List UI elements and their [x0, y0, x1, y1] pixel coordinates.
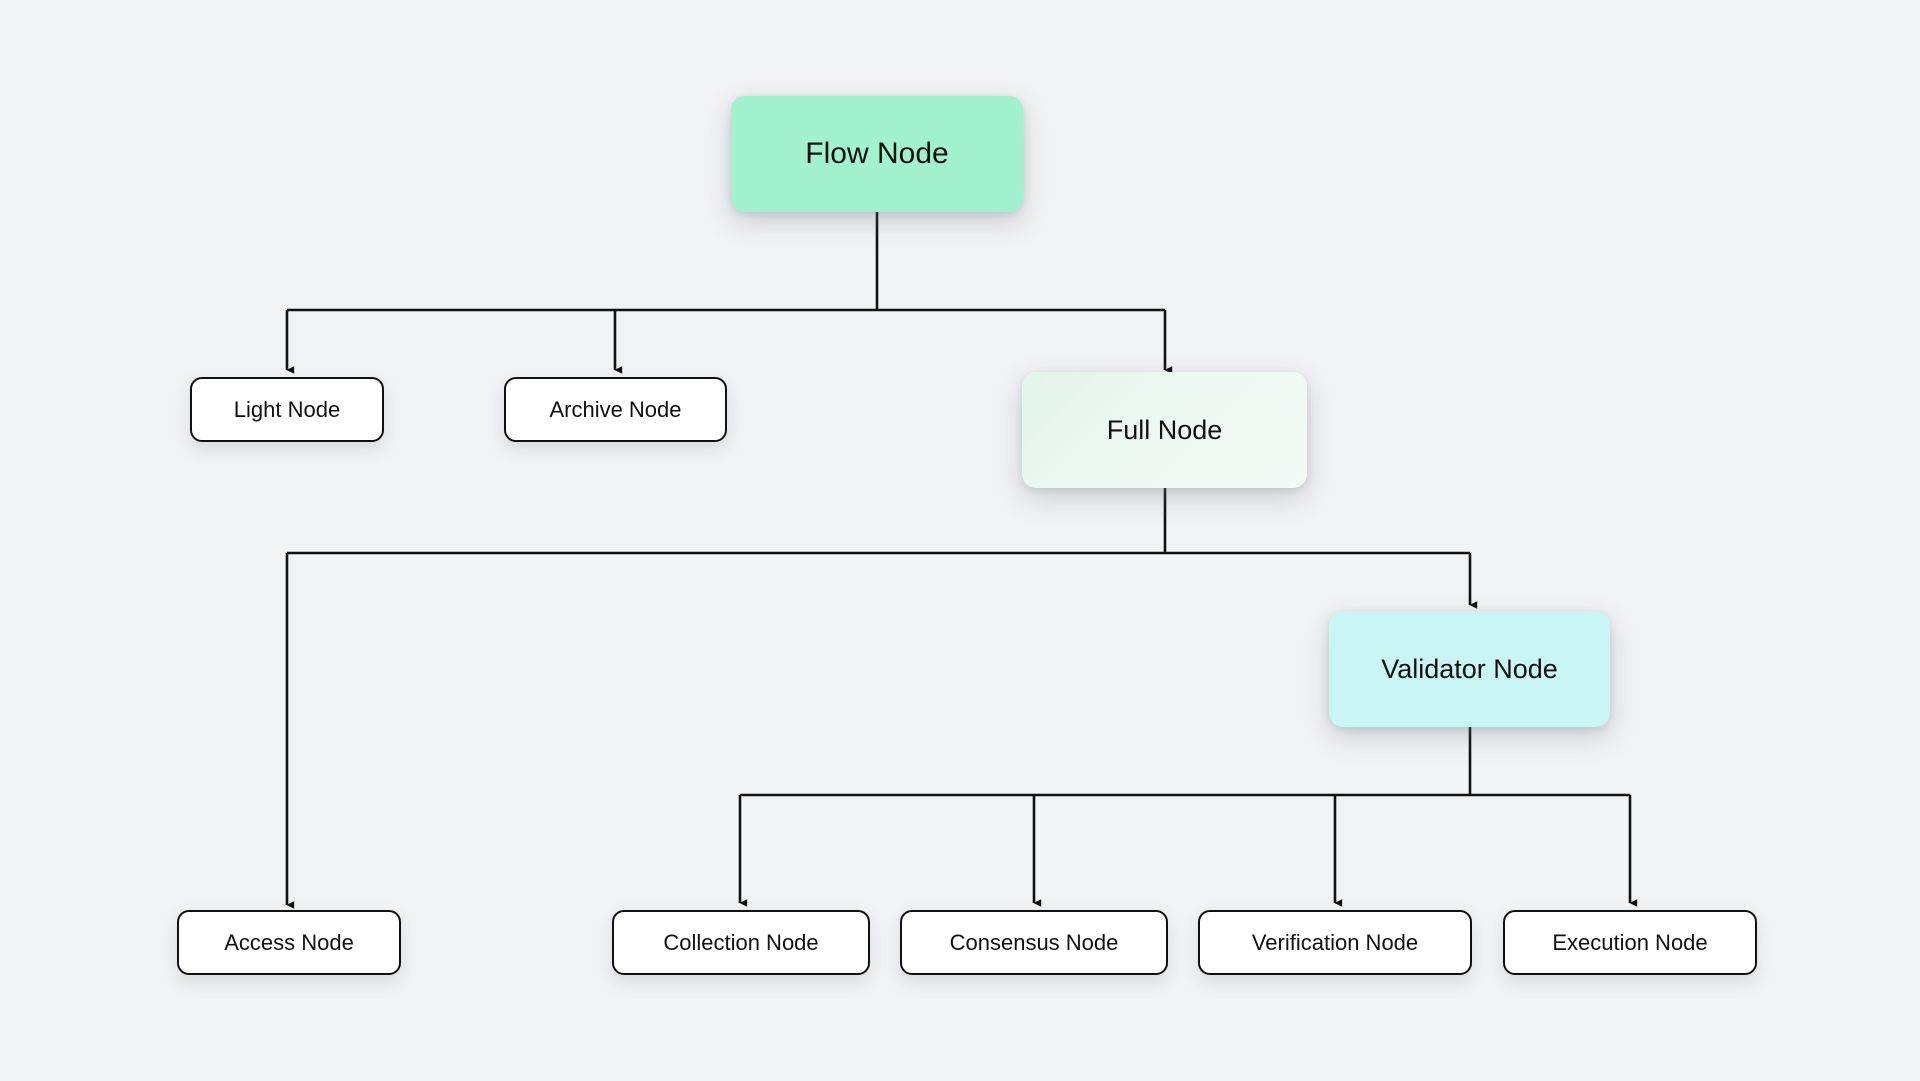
node-label: Archive Node [549, 396, 682, 422]
node-label: Collection Node [663, 929, 819, 955]
node-label: Verification Node [1251, 929, 1419, 955]
node-archive-node[interactable]: Archive Node [504, 377, 727, 442]
node-label: Execution Node [1552, 929, 1708, 955]
node-access-node[interactable]: Access Node [177, 910, 401, 975]
node-label: Flow Node [805, 137, 949, 170]
node-verification-node[interactable]: Verification Node [1198, 910, 1472, 975]
node-execution-node[interactable]: Execution Node [1503, 910, 1757, 975]
node-collection-node[interactable]: Collection Node [612, 910, 870, 975]
node-consensus-node[interactable]: Consensus Node [900, 910, 1168, 975]
node-flow-node[interactable]: Flow Node [731, 96, 1023, 212]
node-label: Consensus Node [949, 929, 1119, 955]
node-full-node[interactable]: Full Node [1022, 372, 1307, 488]
node-label: Validator Node [1381, 653, 1558, 684]
node-validator-node[interactable]: Validator Node [1329, 611, 1610, 727]
node-label: Light Node [233, 396, 341, 422]
node-label: Access Node [224, 929, 354, 955]
node-label: Full Node [1106, 414, 1223, 445]
node-light-node[interactable]: Light Node [190, 377, 384, 442]
